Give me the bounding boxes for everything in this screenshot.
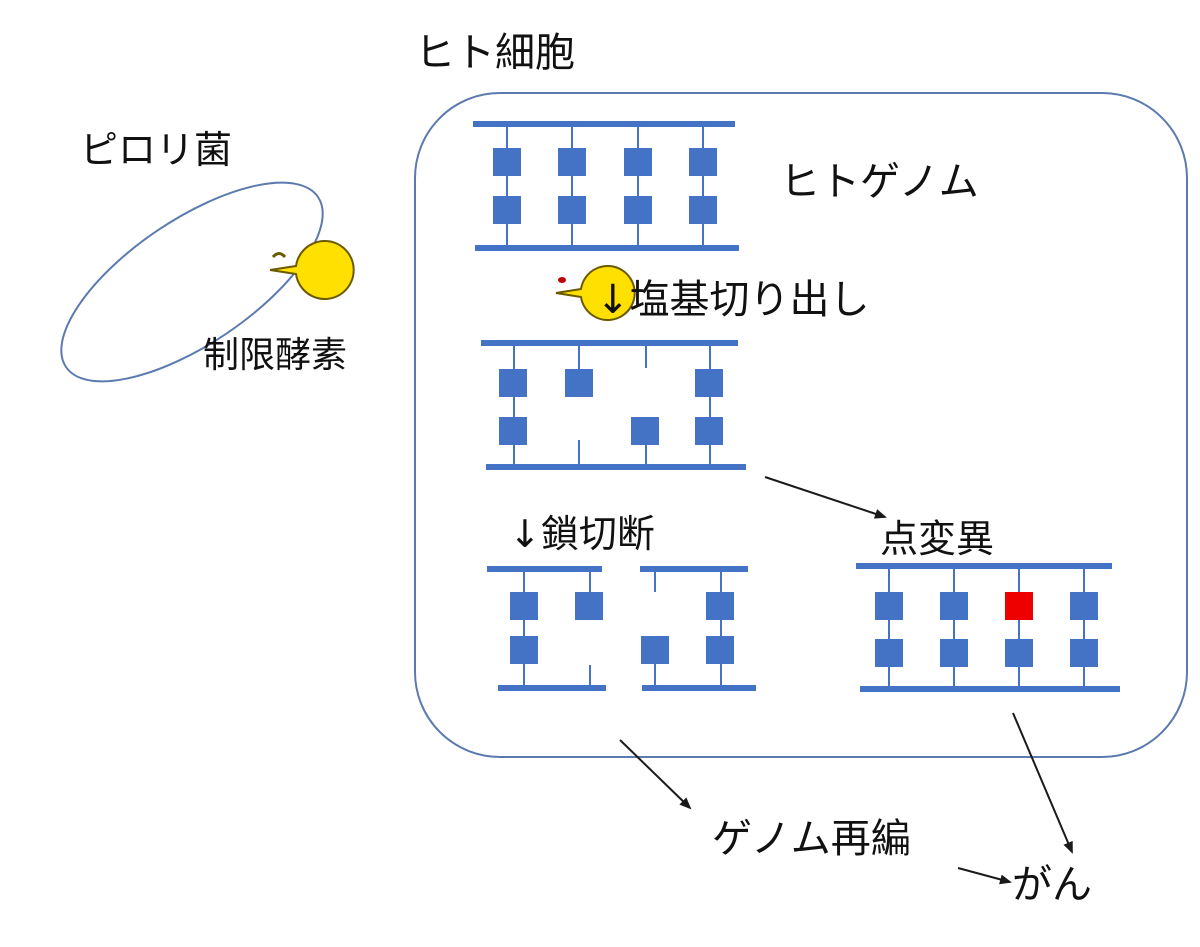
dna-broken-right (640, 566, 756, 691)
dna-broken-left (487, 566, 606, 691)
mutated-base (1005, 592, 1033, 620)
strand-break-label: ↓鎖切断 (509, 512, 655, 556)
pacman-enzyme-icon (555, 265, 636, 321)
point-mutation-label: 点変異 (880, 517, 994, 561)
human-cell-outline (414, 92, 1188, 758)
arrow-to-cancer-from-rearrangement (957, 867, 1012, 885)
dna-point-mutation (856, 563, 1120, 692)
dna-bases-excised (481, 340, 746, 470)
restriction-enzyme-label: 制限酵素 (203, 335, 347, 376)
arrow-to-point-mutation (764, 476, 887, 519)
genome-rearrangement-label: ゲノム再編 (712, 816, 911, 862)
cancer-label: がん (1012, 862, 1092, 908)
base-excision-label: ↓塩基切り出し (596, 277, 870, 323)
human-genome-label: ヒトゲノム (780, 159, 979, 205)
pylori-body (60, 181, 324, 383)
pylori-label: ピロリ菌 (80, 128, 232, 172)
arrow-to-cancer-from-mutation (1012, 712, 1073, 854)
dna-intact (473, 121, 739, 251)
pacman-enzyme-icon (269, 240, 355, 300)
arrow-to-genome-rearrangement (619, 739, 692, 810)
human-cell-label: ヒト細胞 (415, 30, 575, 76)
